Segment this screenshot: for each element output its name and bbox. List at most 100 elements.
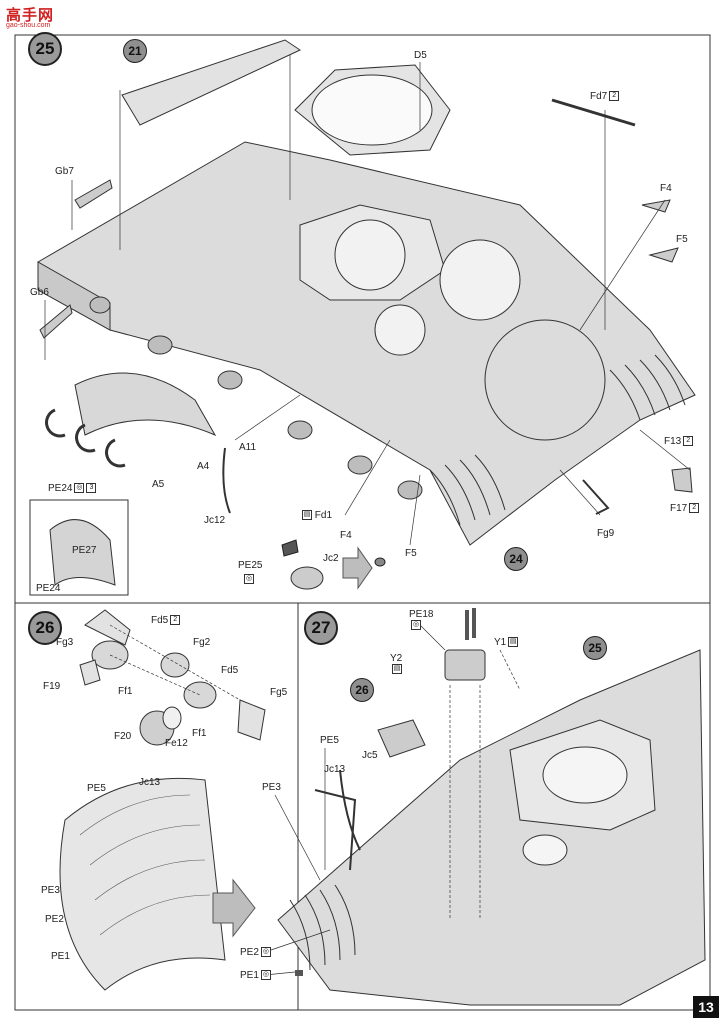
ref-21-badge: 21: [123, 39, 147, 63]
qty-icon: 3: [86, 483, 97, 494]
step-26-badge: 26: [28, 611, 62, 645]
watermark-url: gao-shou.com: [6, 22, 51, 29]
label-d5: D5: [414, 50, 427, 61]
step-25-number: 25: [35, 39, 55, 58]
watermark-logo: 高手网 gao-shou.com: [6, 4, 76, 30]
photo-etch-icon: ◎: [260, 970, 271, 981]
part-jc12: [222, 447, 231, 514]
leader-lines-26: [109, 624, 241, 701]
rear-hull-assembly: [277, 649, 706, 1006]
label-fg2: Fg2: [193, 637, 211, 648]
label-y1: Y1▤: [494, 637, 519, 648]
label-f17-text: F17: [670, 503, 688, 514]
page-frame: [14, 34, 711, 1011]
label-gb6: Gb6: [30, 287, 49, 298]
sprue-icon: ▤: [392, 664, 402, 675]
step-26-number: 26: [35, 618, 55, 637]
label-pe27: PE27: [72, 545, 97, 556]
part-gb6: [39, 304, 73, 339]
part-jc5: [339, 769, 361, 851]
part-pe18-b: [472, 608, 476, 638]
ref-26-badge: 26: [350, 678, 374, 702]
label-f5: F5: [676, 234, 688, 245]
track-idler-parts: [377, 649, 486, 758]
label-fg9: Fg9: [597, 528, 615, 539]
part-gb7: [74, 179, 113, 209]
label-fd5-b: Fd5: [221, 665, 239, 676]
label-ff1-b: Ff1: [192, 728, 207, 739]
part-f17: [671, 467, 693, 493]
photo-etch-icon: ◎: [74, 483, 85, 494]
label-jc5: Jc5: [362, 750, 378, 761]
label-jc13-a: Jc13: [139, 777, 161, 788]
leader-lines-25: [44, 55, 691, 546]
label-y2: Y2▤: [390, 653, 402, 675]
sprue-icon: ▤: [302, 510, 312, 521]
label-f4-b: F4: [340, 530, 352, 541]
watermark-brand: 高手网: [6, 7, 55, 24]
part-fg9: [582, 479, 610, 515]
ref-21-number: 21: [128, 44, 142, 58]
label-pe25: PE25: [238, 560, 263, 571]
label-fe12: Fe12: [165, 738, 188, 749]
step-27-badge: 27: [304, 611, 338, 645]
photo-etch-icon: ◎: [244, 574, 254, 585]
label-pe1-text: PE1: [240, 970, 259, 981]
label-pe18: PE18◎: [409, 609, 433, 631]
leader-lines-27: [264, 624, 521, 976]
label-pe3-b: PE3: [262, 782, 281, 793]
label-a4: A4: [197, 461, 210, 472]
label-pe5-a: PE5: [87, 783, 106, 794]
label-jc2: Jc2: [323, 553, 339, 564]
photo-etch-icon: ◎: [260, 947, 271, 958]
part-pe18-a: [465, 610, 469, 640]
ref-25-badge: 25: [583, 636, 607, 660]
label-pe3-a: PE3: [41, 885, 60, 896]
label-f19: F19: [43, 681, 61, 692]
step-25-badge: 25: [28, 32, 62, 66]
label-jc13-b: Jc13: [324, 764, 346, 775]
label-pe2-a: PE2: [45, 914, 64, 925]
label-f5-b: F5: [405, 548, 417, 559]
part-f5: [648, 247, 679, 263]
label-y2-text: Y2: [390, 653, 403, 664]
label-y1-text: Y1: [494, 637, 507, 648]
label-pe5-b: PE5: [320, 735, 339, 746]
ref-24-number: 24: [509, 552, 523, 566]
qty-icon: 2: [170, 615, 181, 626]
rear-fender-ribs: [289, 884, 356, 971]
part-jc13: [314, 789, 357, 871]
label-gb7: Gb7: [55, 166, 74, 177]
qty-icon: 2: [689, 503, 700, 514]
step-25-arrow: [342, 546, 373, 590]
label-fd1: ▤ Fd1: [300, 510, 332, 521]
ref-25-number: 25: [588, 641, 602, 655]
ref-26-number: 26: [355, 683, 369, 697]
label-fd1-text: Fd1: [314, 510, 333, 521]
label-a11: A11: [239, 442, 257, 453]
label-pe1-b: PE1◎: [240, 970, 271, 981]
qty-icon: 2: [609, 91, 620, 102]
part-jc2: [290, 566, 324, 590]
label-pe1-a: PE1: [51, 951, 70, 962]
part-21-plate: [121, 39, 302, 126]
label-pe18-text: PE18: [409, 609, 434, 620]
label-pe24-text: PE24: [48, 483, 73, 494]
track-links: [74, 372, 217, 437]
sprue-icon: ▤: [508, 637, 519, 648]
label-jc12: Jc12: [204, 515, 226, 526]
fender-subassembly: [79, 609, 266, 746]
label-pe2-b: PE2◎: [240, 947, 271, 958]
label-f13-text: F13: [664, 436, 682, 447]
part-f4: [641, 199, 671, 213]
label-fg5: Fg5: [270, 687, 288, 698]
label-pe24: PE24◎3: [48, 483, 97, 494]
label-fd5-text: Fd5: [151, 615, 169, 626]
step-27-number: 27: [311, 618, 331, 637]
hull-top-assembly: [37, 141, 696, 546]
